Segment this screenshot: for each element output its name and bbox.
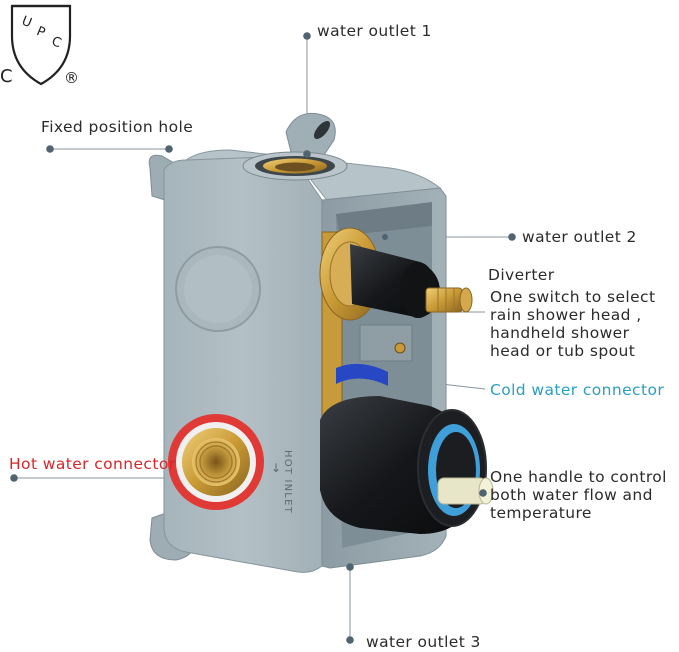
label-cold-water-connector: Cold water connector [490,381,665,399]
dot-outlet-3-top [346,563,354,571]
svg-text:P: P [34,24,47,41]
dot-fixed-hole [46,145,54,153]
label-water-outlet-1: water outlet 1 [317,22,432,40]
svg-text:U: U [19,14,33,31]
diverter-assembly [319,227,473,321]
label-diverter-description: One switch to select rain shower head , … [490,288,656,360]
dot-outlet-1 [303,32,311,40]
cold-water-ring [336,363,388,386]
upc-certification-logo: U P C C ® [0,4,79,87]
label-water-outlet-3: water outlet 3 [366,633,481,651]
dot-outlet-2 [508,233,516,241]
valve-housing: HOT INLET ↓ [148,112,494,573]
label-hot-water-connector: Hot water connector [9,455,176,473]
cert-c-letter: C [0,66,13,87]
dot-outlet-1-end [303,150,311,158]
dot-hot [10,474,18,482]
label-fixed-position-hole: Fixed position hole [41,118,194,136]
dot-fixed-hole-end [165,145,173,153]
hot-inlet-embossed-text: HOT INLET [282,450,293,514]
label-diverter-title: Diverter [488,266,555,284]
svg-text:↓: ↓ [271,461,281,475]
hot-inlet-thread [192,438,240,486]
mixing-cartridge [320,396,494,534]
dot-handle [479,489,487,497]
mounting-ear-top-right [285,112,336,159]
label-handle-description: One handle to control both water flow an… [490,468,667,522]
registered-mark: ® [64,69,79,87]
diverter-stem [425,287,463,313]
svg-text:C: C [49,34,63,51]
dot-outlet-3 [346,636,354,644]
label-water-outlet-2: water outlet 2 [522,228,637,246]
dot-outlet-2-end [382,234,388,240]
leader-dots [10,32,516,644]
